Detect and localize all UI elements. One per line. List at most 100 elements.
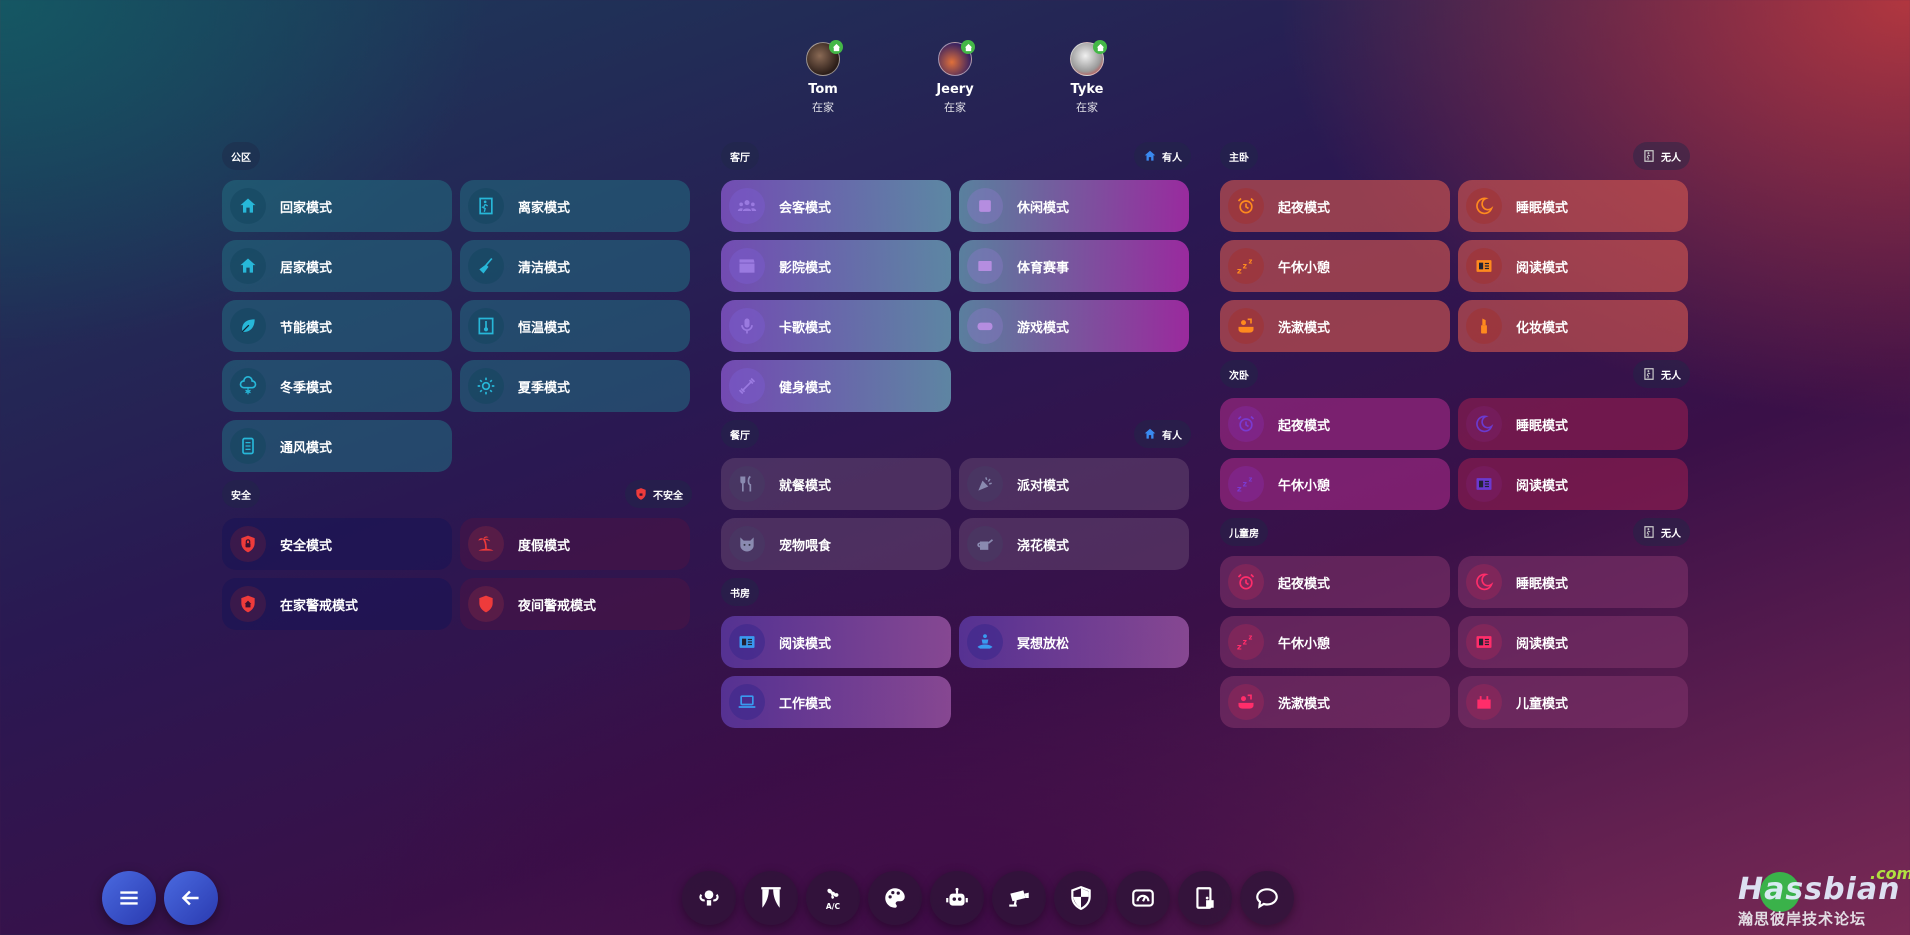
occupancy-badge: 无人 xyxy=(1633,142,1690,170)
column-right: 主卧 无人 起夜模式 睡眠模式 午休小憩 阅读模式 洗漱模式 化妆模式 次卧 无… xyxy=(1220,142,1690,736)
dock-door-card-button[interactable] xyxy=(1178,871,1232,925)
scene-tile-night-wake-mode[interactable]: 起夜模式 xyxy=(1220,180,1450,232)
occupancy-badge: 无人 xyxy=(1633,518,1690,546)
snow-cloud-icon xyxy=(230,368,266,404)
scene-tile-home-alert-mode[interactable]: 在家警戒模式 xyxy=(222,578,452,630)
section-title: 餐厅 xyxy=(721,420,759,448)
back-button[interactable] xyxy=(164,871,218,925)
scene-tile-dining-mode[interactable]: 就餐模式 xyxy=(721,458,951,510)
toy-icon xyxy=(1466,684,1502,720)
scene-tile-nap[interactable]: 午休小憩 xyxy=(1220,458,1450,510)
home-badge-icon xyxy=(1093,40,1107,54)
dock-robot-button[interactable] xyxy=(930,871,984,925)
dock-curtains-button[interactable] xyxy=(744,871,798,925)
logo-subtitle: 瀚思彼岸技术论坛 xyxy=(1738,910,1867,928)
user-tom[interactable]: Tom 在家 xyxy=(783,40,863,115)
home-icon xyxy=(230,188,266,224)
scene-tile-summer-mode[interactable]: 夏季模式 xyxy=(460,360,690,412)
scene-tile-reading-mode[interactable]: 阅读模式 xyxy=(1458,458,1688,510)
microphone-icon xyxy=(729,308,765,344)
scene-tile-gaming-mode[interactable]: 游戏模式 xyxy=(959,300,1189,352)
user-jeery[interactable]: Jeery 在家 xyxy=(915,40,995,115)
scene-tile-bath-mode[interactable]: 洗漱模式 xyxy=(1220,676,1450,728)
scene-tile-nap[interactable]: 午休小憩 xyxy=(1220,616,1450,668)
logo-badge xyxy=(1760,872,1800,912)
scene-tile-cleaning-mode[interactable]: 清洁模式 xyxy=(460,240,690,292)
scene-tile-stay-home-mode[interactable]: 居家模式 xyxy=(222,240,452,292)
section-title: 安全 xyxy=(222,480,260,508)
security-shield-icon xyxy=(1071,886,1091,911)
user-presence-bar: Tom 在家 Jeery 在家 Tyke 在家 xyxy=(0,40,1910,122)
scene-tile-reading-mode[interactable]: 阅读模式 xyxy=(721,616,951,668)
scene-tile-winter-mode[interactable]: 冬季模式 xyxy=(222,360,452,412)
ac-label: A/C xyxy=(826,902,841,911)
arrow-left-icon xyxy=(181,890,199,906)
scene-tile-guest-mode[interactable]: 会客模式 xyxy=(721,180,951,232)
scene-tile-reading-mode[interactable]: 阅读模式 xyxy=(1458,616,1688,668)
dock-lights-button[interactable] xyxy=(682,871,736,925)
scene-tile-vacation-mode[interactable]: 度假模式 xyxy=(460,518,690,570)
scene-tile-away-mode[interactable]: 离家模式 xyxy=(460,180,690,232)
scene-tile-eco-mode[interactable]: 节能模式 xyxy=(222,300,452,352)
moon-icon xyxy=(1466,406,1502,442)
dock-ac-button[interactable]: A/C xyxy=(806,871,860,925)
laptop-icon xyxy=(729,684,765,720)
home-icon xyxy=(230,248,266,284)
scene-tile-thermostat-mode[interactable]: 恒温模式 xyxy=(460,300,690,352)
scene-tile-work-mode[interactable]: 工作模式 xyxy=(721,676,951,728)
scene-tile-kids-mode[interactable]: 儿童模式 xyxy=(1458,676,1688,728)
dock-security-button[interactable] xyxy=(1054,871,1108,925)
dock-palette-button[interactable] xyxy=(868,871,922,925)
gamepad-icon xyxy=(967,308,1003,344)
avatar xyxy=(1070,40,1107,76)
scene-tile-meditation[interactable]: 冥想放松 xyxy=(959,616,1189,668)
avatar xyxy=(938,40,975,76)
dumbbell-icon xyxy=(729,368,765,404)
scene-tile-party-mode[interactable]: 派对模式 xyxy=(959,458,1189,510)
section-shufang: 书房 阅读模式 冥想放松 工作模式 xyxy=(721,578,1191,728)
alarm-clock-icon xyxy=(1228,406,1264,442)
scene-tile-night-wake-mode[interactable]: 起夜模式 xyxy=(1220,398,1450,450)
menu-button[interactable] xyxy=(102,871,156,925)
column-left: 公区 回家模式 离家模式 居家模式 清洁模式 节能模式 恒温模式 冬季模式 夏季… xyxy=(222,142,692,638)
dock-gauge-button[interactable] xyxy=(1116,871,1170,925)
dock-camera-button[interactable] xyxy=(992,871,1046,925)
user-tyke[interactable]: Tyke 在家 xyxy=(1047,40,1127,115)
sofa-icon xyxy=(967,188,1003,224)
thermometer-icon xyxy=(468,308,504,344)
shield-home-icon xyxy=(230,586,266,622)
scene-tile-cinema-mode[interactable]: 影院模式 xyxy=(721,240,951,292)
section-title: 客厅 xyxy=(721,142,759,170)
scene-tile-watering-mode[interactable]: 浇花模式 xyxy=(959,518,1189,570)
scene-tile-karaoke-mode[interactable]: 卡歌模式 xyxy=(721,300,951,352)
scene-tile-sleep-mode[interactable]: 睡眠模式 xyxy=(1458,180,1688,232)
scene-tile-sports-mode[interactable]: 体育赛事 xyxy=(959,240,1189,292)
scene-tile-night-alert-mode[interactable]: 夜间警戒模式 xyxy=(460,578,690,630)
scene-tile-sleep-mode[interactable]: 睡眠模式 xyxy=(1458,398,1688,450)
scene-tile-leisure-mode[interactable]: 休闲模式 xyxy=(959,180,1189,232)
home-icon xyxy=(1144,428,1156,439)
scene-tile-night-wake-mode[interactable]: 起夜模式 xyxy=(1220,556,1450,608)
menu-icon xyxy=(120,891,138,905)
dock-chat-button[interactable] xyxy=(1240,871,1294,925)
occupancy-badge: 有人 xyxy=(1134,142,1191,170)
scene-tile-makeup-mode[interactable]: 化妆模式 xyxy=(1458,300,1688,352)
section-zhuwo: 主卧 无人 起夜模式 睡眠模式 午休小憩 阅读模式 洗漱模式 化妆模式 xyxy=(1220,142,1690,352)
scene-tile-bath-mode[interactable]: 洗漱模式 xyxy=(1220,300,1450,352)
camera-icon xyxy=(1009,890,1029,907)
home-badge-icon xyxy=(961,40,975,54)
scene-tile-sleep-mode[interactable]: 睡眠模式 xyxy=(1458,556,1688,608)
scene-tile-fitness-mode[interactable]: 健身模式 xyxy=(721,360,951,412)
book-open-icon xyxy=(1466,466,1502,502)
scene-tile-home-mode[interactable]: 回家模式 xyxy=(222,180,452,232)
section-title: 次卧 xyxy=(1220,360,1258,388)
scene-tile-nap[interactable]: 午休小憩 xyxy=(1220,240,1450,292)
door-exit-icon xyxy=(1644,368,1654,380)
chat-icon xyxy=(1256,888,1278,909)
scene-tile-security-mode[interactable]: 安全模式 xyxy=(222,518,452,570)
scene-tile-pet-feeding[interactable]: 宠物喂食 xyxy=(721,518,951,570)
scene-tile-reading-mode[interactable]: 阅读模式 xyxy=(1458,240,1688,292)
scene-tile-ventilation-mode[interactable]: 通风模式 xyxy=(222,420,452,472)
user-status: 在家 xyxy=(1076,101,1098,114)
fork-knife-icon xyxy=(729,466,765,502)
